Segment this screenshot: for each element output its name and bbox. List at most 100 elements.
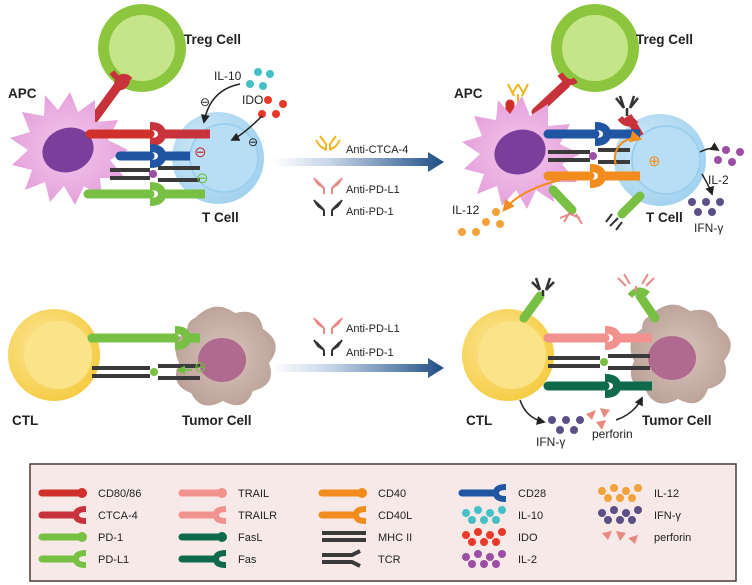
legend-label: TCR — [378, 554, 401, 566]
bottom-right-panel: CTL Tumor Cell IFN-γ perforin — [462, 273, 731, 449]
il10-label: IL-10 — [214, 69, 242, 83]
ligand-rod-icon — [178, 532, 227, 542]
t-cell-label-right: T Cell — [646, 210, 683, 225]
minus-symbol-ido: ⊖ — [248, 135, 258, 149]
legend-item-mhc-ii: MHC II — [322, 531, 412, 544]
dots-icon — [462, 528, 506, 546]
receptor-cup-icon — [458, 484, 507, 502]
ctl-label-right: CTL — [466, 413, 492, 428]
ctl-cell-right — [462, 309, 554, 401]
il10-dots — [246, 68, 274, 90]
ifng-dots-bottom — [548, 416, 584, 434]
apc-label: APC — [8, 86, 37, 101]
treg-cell — [98, 4, 186, 92]
drug-anti-pdl1: Anti-PD-L1 — [346, 184, 400, 196]
tumor-cell-right — [630, 304, 731, 404]
il12-arrow — [502, 179, 561, 212]
ido-dots — [258, 96, 287, 118]
receptor-cup-icon — [178, 550, 227, 568]
receptor-cup-icon — [178, 506, 227, 524]
legend-label: TRAILR — [238, 510, 277, 522]
apc-label-right: APC — [454, 86, 483, 101]
bottom-left-panel: ⊖ CTL Tumor Cell — [8, 306, 276, 428]
ligand-rod-icon — [38, 488, 87, 498]
il12-dots — [458, 208, 504, 236]
legend-label: PD-1 — [98, 532, 123, 544]
receptor-cup-icon — [38, 550, 87, 568]
legend-item-fas: Fas — [178, 550, 257, 568]
top-treatment-arrow: Anti-CTCA-4 Anti-PD-L1 Anti-PD-1 — [272, 135, 444, 218]
drug-anti-pd1-bottom: Anti-PD-1 — [346, 347, 394, 359]
receptor-cup-icon — [318, 506, 367, 524]
apc-tcell-synapse — [83, 122, 210, 206]
ifng-label-bottom: IFN-γ — [536, 435, 565, 449]
legend-item-ctca-4: CTCA-4 — [38, 506, 138, 524]
treg-label: Treg Cell — [184, 32, 241, 47]
apc-cell-right — [462, 96, 580, 209]
legend-item-trailr: TRAILR — [178, 506, 277, 524]
legend-item-il-10: IL-10 — [462, 506, 543, 524]
legend-label: TRAIL — [238, 488, 269, 500]
legend-item-il-2: IL-2 — [462, 550, 537, 568]
ctl-cell — [8, 309, 100, 401]
minus-symbol-bottom: ⊖ — [194, 359, 207, 376]
il2-dots — [714, 146, 744, 166]
ligand-rod-icon — [178, 488, 227, 498]
legend-label: MHC II — [378, 532, 412, 544]
anti-pdl1-antibody-icon-bottom — [313, 317, 343, 334]
drug-anti-pdl1-bottom: Anti-PD-L1 — [346, 323, 400, 335]
il2-label: IL-2 — [708, 173, 729, 187]
il2-arrow — [699, 142, 720, 153]
legend-label: CTCA-4 — [98, 510, 138, 522]
mhc-icon — [322, 531, 366, 542]
ido-arrow — [230, 115, 263, 141]
legend-item-pd-l1: PD-L1 — [38, 550, 129, 568]
ido-label: IDO — [242, 93, 263, 107]
legend-label: IDO — [518, 532, 538, 544]
drug-anti-pd1: Anti-PD-1 — [346, 206, 394, 218]
legend-item-cd40: CD40 — [318, 488, 406, 500]
minus-symbol-il10: ⊖ — [200, 95, 210, 109]
dots-icon — [462, 506, 506, 524]
dots-icon — [598, 484, 642, 502]
treg-cell-right — [551, 4, 639, 92]
drug-anti-ctla4: Anti-CTCA-4 — [346, 144, 408, 156]
legend-item-ido: IDO — [462, 528, 538, 546]
perforin-arrow — [615, 396, 643, 421]
legend-label: CD80/86 — [98, 488, 141, 500]
legend-label: IL-10 — [518, 510, 543, 522]
dots-icon — [462, 550, 506, 568]
top-left-panel: IL-10 IDO ⊖ ⊖ ⊖ ⊖ Treg Cell APC T Cell — [8, 4, 287, 225]
anti-pdl1-antibody-icon — [313, 177, 343, 194]
legend-item-ifn-: IFN-γ — [598, 506, 681, 524]
legend-item-pd-1: PD-1 — [38, 532, 123, 544]
perforin-triangles — [586, 408, 610, 430]
ifng-release-arrow — [519, 399, 546, 425]
legend-label: IFN-γ — [654, 510, 681, 522]
activation-arrow — [613, 130, 643, 166]
minus-symbol-ctla4: ⊖ — [194, 144, 207, 161]
legend-label: Fas — [238, 554, 257, 566]
ligand-rod-icon — [318, 488, 367, 498]
legend-label: PD-L1 — [98, 554, 129, 566]
legend-label: IL-2 — [518, 554, 537, 566]
il10-arrow — [200, 83, 241, 124]
legend-label: CD40 — [378, 488, 406, 500]
dots-icon — [598, 506, 642, 524]
legend-item-il-12: IL-12 — [598, 484, 679, 502]
legend-item-cd28: CD28 — [458, 484, 546, 502]
anti-pd1-antibody-icon-bottom — [313, 339, 343, 356]
anti-ctla4-antibody-icon — [315, 135, 341, 151]
legend: CD80/86CTCA-4PD-1PD-L1TRAILTRAILRFasLFas… — [29, 463, 737, 582]
tumor-cell — [175, 306, 276, 406]
minus-symbol-pd1: ⊖ — [196, 170, 209, 187]
ifng-label-top: IFN-γ — [694, 221, 723, 235]
synapse-bottom-right — [519, 273, 660, 398]
legend-item-tcr: TCR — [322, 549, 401, 568]
legend-item-cd40l: CD40L — [318, 506, 412, 524]
anti-pd1-antibody-icon — [313, 199, 343, 216]
plus-symbol: ⊕ — [648, 153, 661, 170]
ctl-label: CTL — [12, 413, 38, 428]
receptor-cup-icon — [38, 506, 87, 524]
